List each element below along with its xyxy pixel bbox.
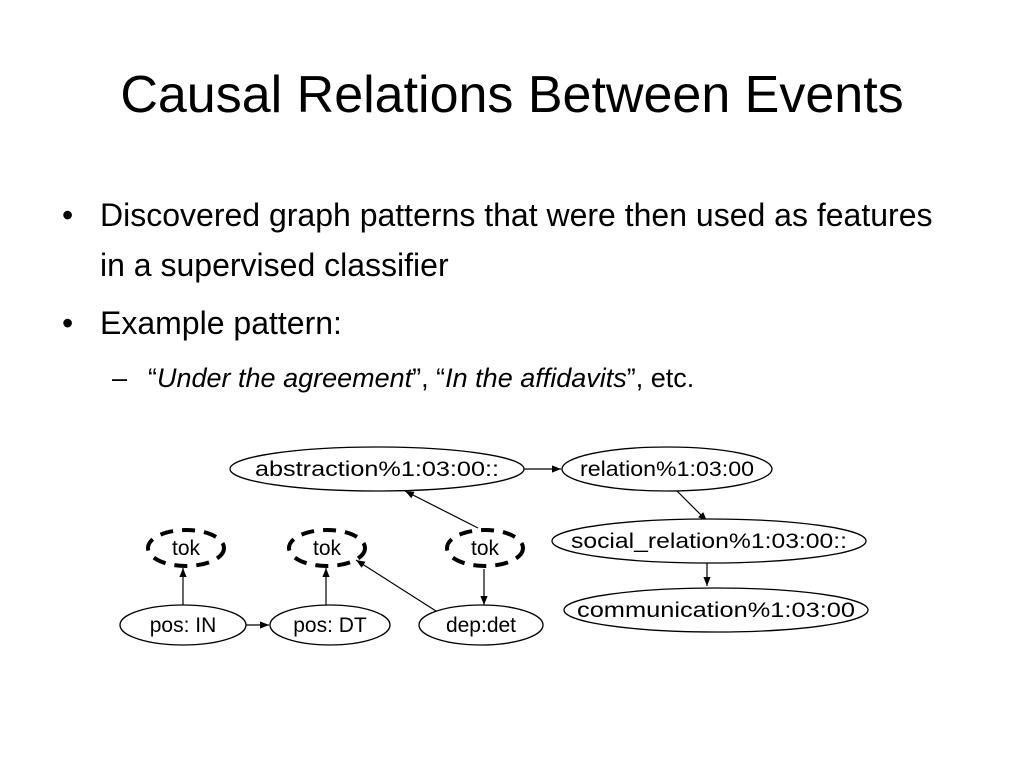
bullet-text: Discovered graph patterns that were then… xyxy=(100,197,933,283)
node-label: tok xyxy=(471,537,500,560)
node-label: pos: IN xyxy=(150,614,217,637)
node-social-relation: social_relation%1:03:00:: xyxy=(551,518,867,564)
node-tok-1: tok xyxy=(146,528,226,568)
node-tok-2: tok xyxy=(287,528,367,568)
node-dep-det: dep:det xyxy=(418,604,544,646)
node-communication: communication%1:03:00 xyxy=(563,587,869,633)
bullet-item: • Example pattern: xyxy=(60,298,960,348)
node-label: tok xyxy=(172,537,201,560)
sub-bullet-marker: – xyxy=(112,363,128,393)
node-label: relation%1:03:00 xyxy=(580,458,754,481)
edge-dep-det-tok2 xyxy=(355,559,437,612)
example-phrase-2: In the affidavits xyxy=(445,363,627,393)
bullet-marker: • xyxy=(62,197,74,233)
edge-tok3-abstraction xyxy=(404,490,479,529)
bullet-list: • Discovered graph patterns that were th… xyxy=(60,190,960,400)
bullet-item: • Discovered graph patterns that were th… xyxy=(60,190,960,290)
quote-separator: ”, “ xyxy=(412,363,446,393)
node-label: communication%1:03:00 xyxy=(577,599,855,622)
node-pos-in: pos: IN xyxy=(119,604,247,646)
node-label: tok xyxy=(313,537,342,560)
edge-relation-social-relation xyxy=(675,489,708,522)
bullet-marker: • xyxy=(62,305,74,341)
node-label: social_relation%1:03:00:: xyxy=(571,530,847,553)
example-phrase-1: Under the agreement xyxy=(157,363,413,393)
node-tok-3: tok xyxy=(445,528,525,568)
node-label: pos: DT xyxy=(293,614,367,637)
node-label: dep:det xyxy=(446,614,516,637)
slide-title: Causal Relations Between Events xyxy=(120,66,904,124)
node-label: abstraction%1:03:00:: xyxy=(255,458,499,481)
node-abstraction: abstraction%1:03:00:: xyxy=(229,446,525,492)
node-relation: relation%1:03:00 xyxy=(561,446,773,492)
quote-open: “ xyxy=(148,363,157,393)
bullet-text: Example pattern: xyxy=(100,305,342,341)
sub-bullet-item: – “Under the agreement”, “In the affidav… xyxy=(60,356,960,400)
graph-edges xyxy=(179,465,711,629)
quote-close: ”, etc. xyxy=(626,363,695,393)
node-pos-dt: pos: DT xyxy=(269,604,391,646)
